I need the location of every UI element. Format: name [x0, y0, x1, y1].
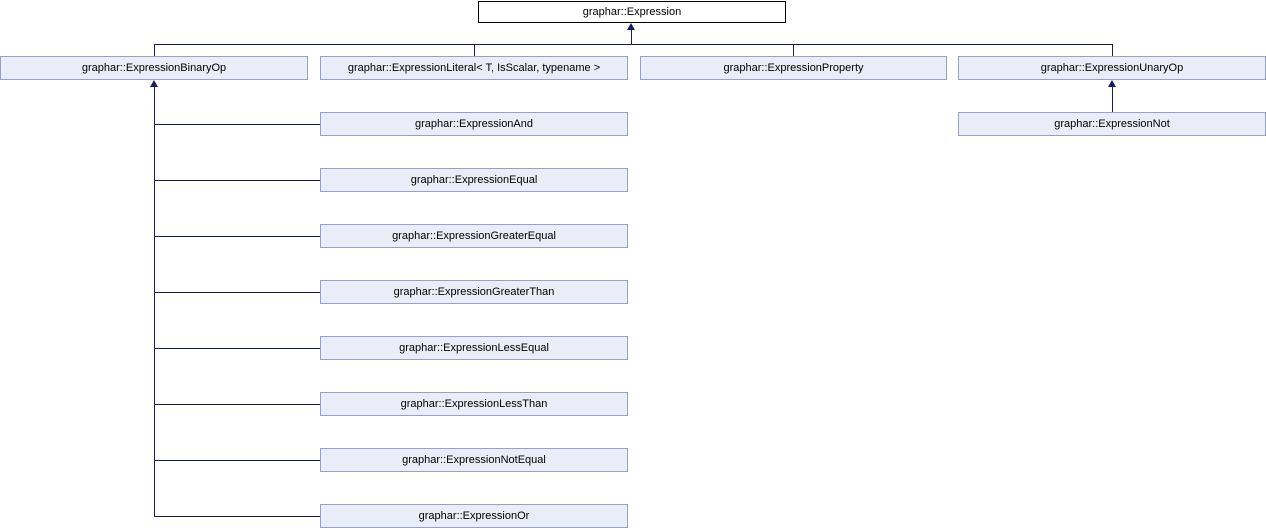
node-expression-less-than[interactable]: graphar::ExpressionLessThan — [320, 392, 628, 416]
arrowhead-expression — [627, 23, 635, 30]
node-expression-greater-equal-label: graphar::ExpressionGreaterEqual — [392, 230, 556, 242]
edge-branch-or — [154, 516, 320, 517]
node-expression-property[interactable]: graphar::ExpressionProperty — [640, 56, 947, 80]
node-expression-unary-op-label: graphar::ExpressionUnaryOp — [1040, 62, 1184, 74]
node-expression-and-label: graphar::ExpressionAnd — [414, 118, 533, 130]
edge-branch-greater-equal — [154, 236, 320, 237]
node-expression-equal-label: graphar::ExpressionEqual — [410, 174, 538, 186]
node-expression: graphar::Expression — [478, 1, 786, 23]
edge-stub-property — [793, 44, 794, 56]
edge-stub-unary-op — [1112, 44, 1113, 56]
node-expression-not[interactable]: graphar::ExpressionNot — [958, 112, 1266, 136]
node-expression-binary-op[interactable]: graphar::ExpressionBinaryOp — [0, 56, 308, 80]
node-expression-property-label: graphar::ExpressionProperty — [723, 62, 864, 74]
edge-bus — [154, 44, 1112, 45]
node-expression-or-label: graphar::ExpressionOr — [418, 510, 530, 522]
arrowhead-binary-op — [150, 80, 158, 87]
edge-branch-less-equal — [154, 348, 320, 349]
node-expression-greater-than[interactable]: graphar::ExpressionGreaterThan — [320, 280, 628, 304]
edge-branch-greater-than — [154, 292, 320, 293]
node-expression-binary-op-label: graphar::ExpressionBinaryOp — [81, 62, 227, 74]
node-expression-greater-equal[interactable]: graphar::ExpressionGreaterEqual — [320, 224, 628, 248]
node-expression-unary-op[interactable]: graphar::ExpressionUnaryOp — [958, 56, 1266, 80]
edge-branch-equal — [154, 180, 320, 181]
node-expression-greater-than-label: graphar::ExpressionGreaterThan — [393, 286, 555, 298]
edge-stub-literal — [474, 44, 475, 56]
node-expression-less-equal-label: graphar::ExpressionLessEqual — [399, 342, 549, 354]
edge-stub-binary-op — [154, 44, 155, 56]
node-expression-label: graphar::Expression — [582, 6, 682, 18]
arrowhead-unary-op — [1108, 80, 1116, 87]
node-expression-or[interactable]: graphar::ExpressionOr — [320, 504, 628, 528]
node-expression-not-equal-label: graphar::ExpressionNotEqual — [402, 454, 546, 466]
edge-binary-op-trunk — [154, 87, 155, 516]
edge-branch-not-equal — [154, 460, 320, 461]
node-expression-literal[interactable]: graphar::ExpressionLiteral< T, IsScalar,… — [320, 56, 628, 80]
edge-branch-less-than — [154, 404, 320, 405]
node-expression-not-label: graphar::ExpressionNot — [1054, 118, 1170, 130]
node-expression-literal-label: graphar::ExpressionLiteral< T, IsScalar,… — [347, 62, 601, 74]
node-expression-and[interactable]: graphar::ExpressionAnd — [320, 112, 628, 136]
edge-branch-and — [154, 124, 320, 125]
node-expression-equal[interactable]: graphar::ExpressionEqual — [320, 168, 628, 192]
node-expression-less-than-label: graphar::ExpressionLessThan — [400, 398, 548, 410]
edge-not-stem — [1112, 87, 1113, 112]
edge-expression-stem — [631, 30, 632, 44]
node-expression-less-equal[interactable]: graphar::ExpressionLessEqual — [320, 336, 628, 360]
node-expression-not-equal[interactable]: graphar::ExpressionNotEqual — [320, 448, 628, 472]
